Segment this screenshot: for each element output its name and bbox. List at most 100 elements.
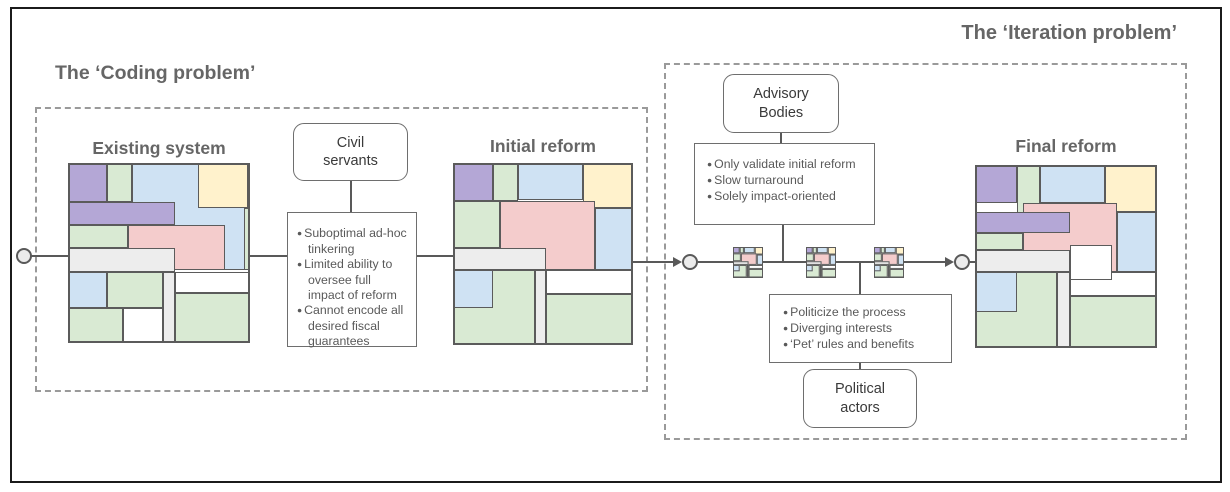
civil-servants-connector (350, 181, 352, 212)
mosaic-block-green (889, 268, 904, 278)
mosaic-block-green (733, 253, 741, 262)
mosaic-block-purple (68, 163, 107, 202)
mosaic-block-gray (733, 261, 749, 265)
bullet-item: Suboptimal ad-hoc tinkering (297, 226, 410, 257)
mosaic-block-green (175, 293, 250, 343)
mosaic-block-gray (975, 250, 1070, 272)
bullet-item: Solely impact-oriented (707, 189, 870, 205)
iteration-mini-mosaic-1 (733, 247, 763, 278)
political-actors-node: Political actors (803, 369, 917, 428)
iteration-end-circle (954, 254, 970, 270)
mosaic-block-green (107, 272, 163, 308)
political-issues-box: Politicize the processDiverging interest… (769, 294, 952, 363)
mosaic-block-green (874, 253, 882, 262)
mosaic-block-pink (881, 253, 898, 265)
bullet-item: Slow turnaround (707, 173, 870, 189)
mosaic-block-purple (975, 212, 1070, 233)
existing-system-title: Existing system (92, 138, 226, 158)
mini-mosaic-graphic (806, 247, 836, 278)
flow-line-segment (970, 261, 976, 263)
mosaic-block-blue (806, 264, 813, 272)
flow-line-segment (903, 261, 946, 263)
bullet-item: Only validate initial reform (707, 157, 870, 173)
bullet-item: Diverging interests (783, 321, 947, 337)
mosaic-block-green (806, 253, 814, 262)
mosaic-block-blue (595, 208, 633, 270)
mosaic-block-white (123, 308, 163, 343)
flow-line-segment (250, 255, 287, 257)
mosaic-block-blue (68, 272, 107, 308)
mosaic-block-green (748, 268, 763, 278)
mosaic-block-white (175, 272, 250, 293)
flow-line-segment (417, 255, 453, 257)
mini-mosaic-graphic (874, 247, 904, 278)
mosaic-block-gray (887, 264, 890, 278)
mosaic-block-blue (733, 264, 740, 272)
mosaic-block-blue (816, 247, 828, 254)
mosaic-block-pink (813, 253, 830, 265)
mosaic-block-blue (884, 247, 896, 254)
mosaic-block-blue (1117, 212, 1157, 272)
political-issues-list: Politicize the processDiverging interest… (783, 305, 947, 353)
political-issues-connector (859, 262, 861, 294)
flow-start-circle (16, 248, 32, 264)
mosaic-block-yellow (895, 247, 904, 255)
bullet-item: ‘Pet’ rules and benefits (783, 337, 947, 353)
iteration-mini-mosaic-3 (874, 247, 904, 278)
existing-system-mosaic (68, 163, 250, 343)
civil-servants-issues-list: Suboptimal ad-hoc tinkeringLimited abili… (297, 226, 410, 349)
mosaic-block-blue (453, 270, 493, 308)
mosaic-block-green (453, 201, 500, 248)
mosaic-block-green (107, 163, 132, 202)
bullet-item: Limited ability to oversee full impact o… (297, 257, 410, 303)
initial-reform-mosaic (453, 163, 633, 345)
mosaic-block-green (739, 247, 744, 254)
mosaic-block-purple (68, 202, 175, 225)
mosaic-block-gray (453, 248, 546, 270)
mini-mosaic-graphic (733, 247, 763, 278)
iteration-problem-dashed-box (664, 63, 1187, 440)
mosaic-block-blue (743, 247, 755, 254)
mosaic-block-white (821, 264, 836, 269)
mosaic-block-white (1070, 245, 1112, 280)
advisory-issues-box: Only validate initial reformSlow turnaro… (694, 143, 875, 225)
mosaic-block-gray (874, 261, 890, 265)
advisory-issues-connector (782, 225, 784, 262)
political-actors-connector (859, 363, 861, 370)
civil-servants-issues-box: Suboptimal ad-hoc tinkeringLimited abili… (287, 212, 417, 349)
mosaic-block-yellow (198, 163, 248, 208)
final-reform-title: Final reform (1015, 136, 1117, 156)
iteration-problem-title: The ‘Iteration problem’ (961, 22, 1177, 44)
mosaic-block-purple (733, 247, 740, 254)
flow-line-segment (31, 255, 68, 257)
mosaic-block-white (889, 264, 904, 269)
mosaic-block-gray (746, 264, 749, 278)
arrow-right-icon (945, 257, 954, 267)
bullet-item: Politicize the process (783, 305, 947, 321)
coding-problem-dashed-box (35, 107, 648, 392)
mosaic-block-white (748, 264, 763, 269)
mosaic-block-green (68, 225, 128, 248)
civil-servants-node: Civil servants (293, 123, 408, 181)
arrow-right-icon (673, 257, 682, 267)
iteration-start-circle (682, 254, 698, 270)
flow-line-segment (698, 261, 733, 263)
mosaic-block-gray (535, 270, 546, 345)
mosaic-block-purple (806, 247, 813, 254)
mosaic-block-gray (163, 272, 175, 343)
advisory-bodies-node: Advisory Bodies (723, 74, 839, 133)
flow-line-segment (763, 261, 806, 263)
mosaic-block-blue (756, 254, 763, 265)
mosaic-block-blue (975, 272, 1017, 312)
mosaic-block-purple (975, 165, 1017, 203)
mosaic-block-white (546, 270, 633, 294)
mosaic-block-yellow (754, 247, 763, 255)
mosaic-block-blue (897, 254, 904, 265)
mosaic-block-gray (819, 264, 822, 278)
mosaic-block-yellow (583, 163, 633, 208)
flow-line-segment (633, 261, 674, 263)
initial-reform-title: Initial reform (490, 136, 596, 156)
mosaic-block-green (812, 247, 817, 254)
mosaic-block-blue (829, 254, 836, 265)
